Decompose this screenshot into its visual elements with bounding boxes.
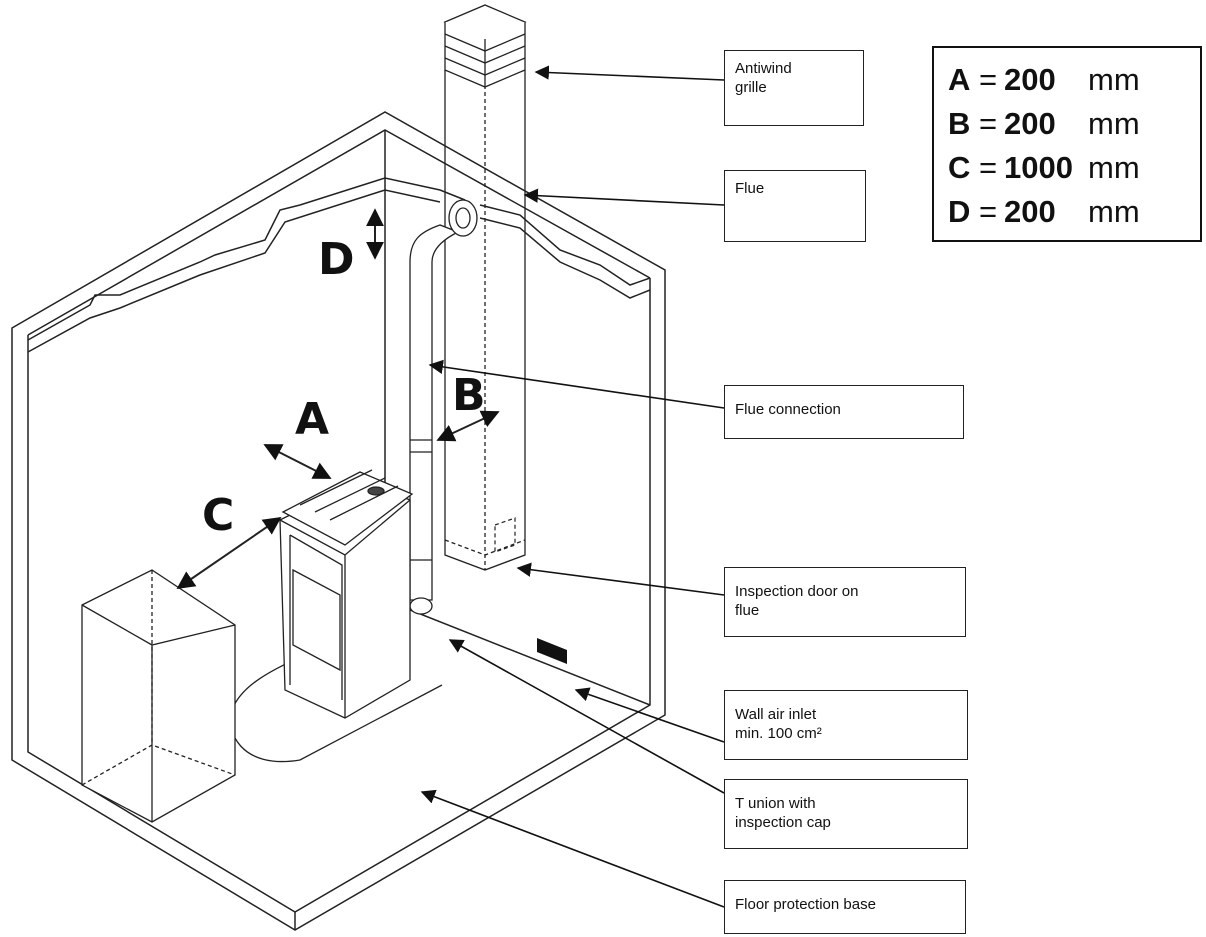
- label-b: B: [452, 370, 486, 421]
- dimension-unit: mm: [1088, 106, 1140, 141]
- antiwind-grille: [443, 4, 527, 88]
- dimension-value: 200: [1004, 106, 1056, 141]
- dimension-row-d: D=200 mm: [948, 190, 1200, 234]
- chimney-flue: [444, 69, 526, 571]
- dimension-key: C: [948, 150, 971, 185]
- label-a: A: [295, 394, 330, 445]
- pellet-stove: [279, 469, 414, 719]
- callout-flue-connection: Flue connection: [724, 385, 964, 439]
- dimension-equals: =: [978, 150, 998, 185]
- dimension-equals: =: [978, 62, 998, 97]
- dimension-row-a: A=200 mm: [948, 58, 1200, 102]
- clearance-arrows: [176, 208, 500, 590]
- dimension-value: 1000: [1004, 150, 1073, 185]
- dimension-value: 200: [1004, 62, 1056, 97]
- dimension-unit: mm: [1088, 62, 1140, 97]
- dimension-equals: =: [978, 106, 998, 141]
- label-d: D: [318, 234, 355, 285]
- dimension-key: B: [948, 106, 971, 141]
- wall-air-inlet: [537, 638, 567, 664]
- leader-lines: [420, 65, 725, 908]
- flue-pipe: [409, 199, 478, 615]
- callout-flue: Flue: [724, 170, 866, 242]
- label-c: C: [202, 490, 235, 541]
- callout-inspection-door: Inspection door on flue: [724, 567, 966, 637]
- callout-t-union: T union with inspection cap: [724, 779, 968, 849]
- dimension-key: A: [948, 62, 971, 97]
- callout-antiwind-grille: Antiwind grille: [724, 50, 864, 126]
- callout-wall-air-inlet: Wall air inlet min. 100 cm²: [724, 690, 968, 760]
- dimension-value: 200: [1004, 194, 1056, 229]
- cabinet: [81, 569, 236, 823]
- room-walls: [11, 111, 666, 931]
- dimension-unit: mm: [1088, 150, 1140, 185]
- dimension-key: D: [948, 194, 971, 229]
- dimension-unit: mm: [1088, 194, 1140, 229]
- inspection-door: [494, 517, 516, 553]
- dimension-row-b: B=200 mm: [948, 102, 1200, 146]
- dimension-equals: =: [978, 194, 998, 229]
- callout-floor-protection: Floor protection base: [724, 880, 966, 934]
- dimension-row-c: C=1000 mm: [948, 146, 1200, 190]
